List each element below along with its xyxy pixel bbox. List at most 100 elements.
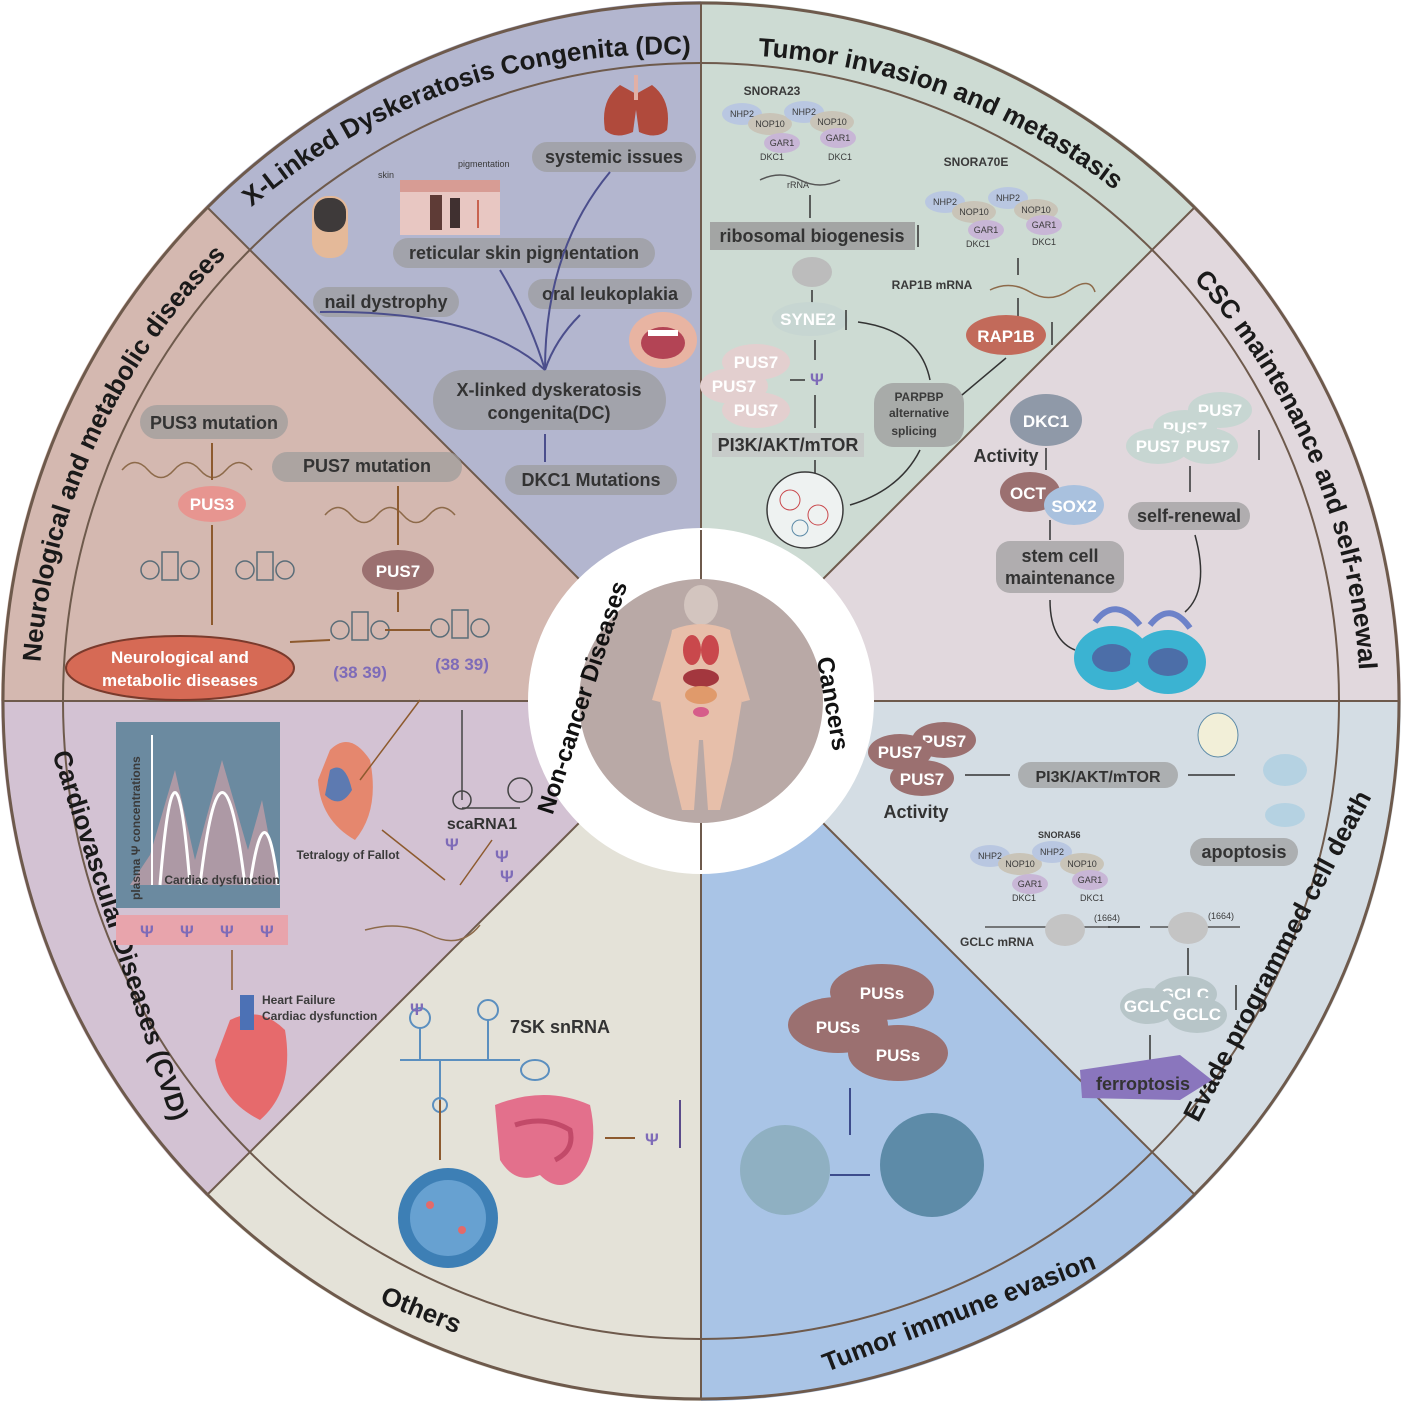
death-pus7-a: PUS7 [922, 732, 966, 751]
section-csc: DKC1 Activity OCT SOX2 stem cell mainten… [973, 392, 1260, 694]
svg-text:Ψ: Ψ [180, 922, 194, 941]
scarna-structure [452, 710, 533, 810]
tumor-cells-icon [766, 471, 844, 549]
csc-pus7-c: PUS7 [1136, 437, 1180, 456]
svg-text:DKC1: DKC1 [1012, 893, 1036, 903]
svg-text:NHP2: NHP2 [1040, 847, 1064, 857]
parpbp-line3: splicing [891, 424, 936, 438]
parpbp-line1: PARPBP [894, 390, 943, 404]
skin-icon [400, 180, 500, 235]
others-psi-right: Ψ [645, 1130, 659, 1149]
svg-text:NOP10: NOP10 [755, 119, 785, 129]
snora70e-label: SNORA70E [944, 155, 1009, 169]
svg-text:GAR1: GAR1 [826, 133, 851, 143]
dkc1-mutations-label: DKC1 Mutations [522, 470, 661, 490]
sector-death [701, 701, 1401, 1196]
svg-text:Ψ: Ψ [445, 835, 459, 854]
svg-text:DKC1: DKC1 [966, 239, 990, 249]
pus7-mutation-label: PUS7 mutation [303, 456, 431, 476]
sector-dc [206, 0, 701, 701]
stem-line1: stem cell [1021, 546, 1098, 566]
dc-label-line2: congenita(DC) [488, 403, 611, 423]
neuro-disease-line2: metabolic diseases [102, 671, 258, 690]
pus3-mutation-label: PUS3 mutation [150, 413, 278, 433]
snrna-label: 7SK snRNA [510, 1017, 610, 1037]
ferroptosis-banner [1080, 1055, 1212, 1100]
svg-text:NOP10: NOP10 [1005, 859, 1035, 869]
heart-failure-label: Heart Failure [262, 993, 336, 1007]
svg-text:GAR1: GAR1 [1078, 875, 1103, 885]
snora56-label: SNORA56 [1038, 830, 1081, 840]
dc-label-line1: X-linked dyskeratosis [456, 380, 641, 400]
svg-text:Ψ: Ψ [260, 922, 274, 941]
puss-a-label: PUSs [860, 984, 904, 1003]
tumor-cluster-right [880, 1113, 984, 1217]
svg-text:Ψ: Ψ [500, 867, 514, 886]
tumor-pus7-a: PUS7 [734, 353, 778, 372]
parpbp-line2: alternative [889, 406, 949, 420]
apoptosis-label: apoptosis [1201, 842, 1286, 862]
blood-vessel [116, 915, 288, 945]
svg-text:DKC1: DKC1 [1080, 893, 1104, 903]
section-cvd: plasma Ψ concentrations Cardiac dysfunct… [116, 699, 533, 1120]
tof-label: Tetralogy of Fallot [296, 848, 399, 862]
svg-text:DKC1: DKC1 [1032, 237, 1056, 247]
puss-b-label: PUSs [816, 1018, 860, 1037]
rap1b-label: RAP1B [977, 327, 1035, 346]
pos-label-1: (38 39) [333, 663, 387, 682]
svg-text:NOP10: NOP10 [959, 207, 989, 217]
stem-cell-icons [1074, 606, 1206, 694]
svg-text:GAR1: GAR1 [974, 225, 999, 235]
svg-text:NHP2: NHP2 [730, 109, 754, 119]
section-tumor: SNORA23 NHP2 NOP10 NHP2 NOP10 GAR1 GAR1 … [700, 84, 1096, 549]
snora70e-complex: NHP2 NOP10 NHP2 NOP10 GAR1 GAR1 DKC1 DKC… [925, 187, 1062, 249]
heart-icon-bottom [215, 995, 288, 1120]
sector-others [206, 701, 701, 1401]
csc-pus7-a: PUS7 [1198, 401, 1242, 420]
svg-text:Ψ: Ψ [495, 847, 509, 866]
csc-activity-label: Activity [973, 446, 1038, 466]
neuro-disease-line1: Neurological and [111, 648, 249, 667]
pos-label-2: (38 39) [435, 655, 489, 674]
death-pathway-label: PI3K/AKT/mTOR [1035, 769, 1161, 786]
svg-text:NHP2: NHP2 [978, 851, 1002, 861]
systemic-issues-label: systemic issues [545, 147, 683, 167]
cardiac-dysfunction-label: Cardiac dysfunction [262, 1009, 377, 1023]
section-death: PUS7 PUS7 PUS7 Activity PI3K/AKT/mTOR ap… [868, 712, 1307, 1100]
nail-icon [312, 196, 348, 258]
snora23-complex: NHP2 NOP10 NHP2 NOP10 GAR1 GAR1 DKC1 DKC… [722, 101, 856, 162]
plot-xlabel: Cardiac dysfunction [164, 873, 279, 887]
svg-text:DKC1: DKC1 [760, 152, 784, 162]
human-body-icon [652, 585, 750, 810]
snora23-label: SNORA23 [744, 84, 801, 98]
oct-label: OCT [1010, 484, 1047, 503]
cell-icons [1197, 712, 1307, 827]
section-neuro: PUS3 mutation PUS3 PUS7 mutation PUS7 (3… [65, 405, 490, 701]
heart-icon-top [318, 742, 373, 840]
gclc-b: GCLC [1124, 997, 1172, 1016]
rap1b-mrna-label: RAP1B mRNA [892, 278, 973, 292]
tumor-pus7-c: PUS7 [734, 401, 778, 420]
site-label-a: (1664) [1094, 913, 1120, 923]
dc-arrows [319, 171, 611, 462]
tumor-pus7-b: PUS7 [712, 377, 756, 396]
pus3-label: PUS3 [190, 495, 234, 514]
death-pus7-b: PUS7 [878, 743, 922, 762]
others-psi-top: Ψ [410, 1000, 424, 1019]
stem-line2: maintenance [1005, 568, 1115, 588]
plot-ylabel: plasma Ψ concentrations [129, 756, 143, 900]
mouth-icon [629, 312, 697, 368]
section-others: Ψ 7SK snRNA Ψ [398, 999, 681, 1268]
svg-text:Ψ: Ψ [140, 922, 154, 941]
svg-text:GAR1: GAR1 [1018, 879, 1043, 889]
ferroptosis-label: ferroptosis [1096, 1074, 1190, 1094]
svg-text:GAR1: GAR1 [770, 138, 795, 148]
center-hub: Non-cancer Diseases Cancers [528, 528, 874, 874]
sector-immune [701, 701, 1196, 1401]
snora56-complex: NHP2 NOP10 NHP2 NOP10 GAR1 GAR1 DKC1 DKC… [970, 841, 1120, 923]
skin-label: skin [378, 170, 394, 180]
gclc-c: GCLC [1173, 1005, 1221, 1024]
snrna-structure [400, 999, 550, 1113]
svg-text:NOP10: NOP10 [817, 117, 847, 127]
sox2-label: SOX2 [1051, 497, 1096, 516]
